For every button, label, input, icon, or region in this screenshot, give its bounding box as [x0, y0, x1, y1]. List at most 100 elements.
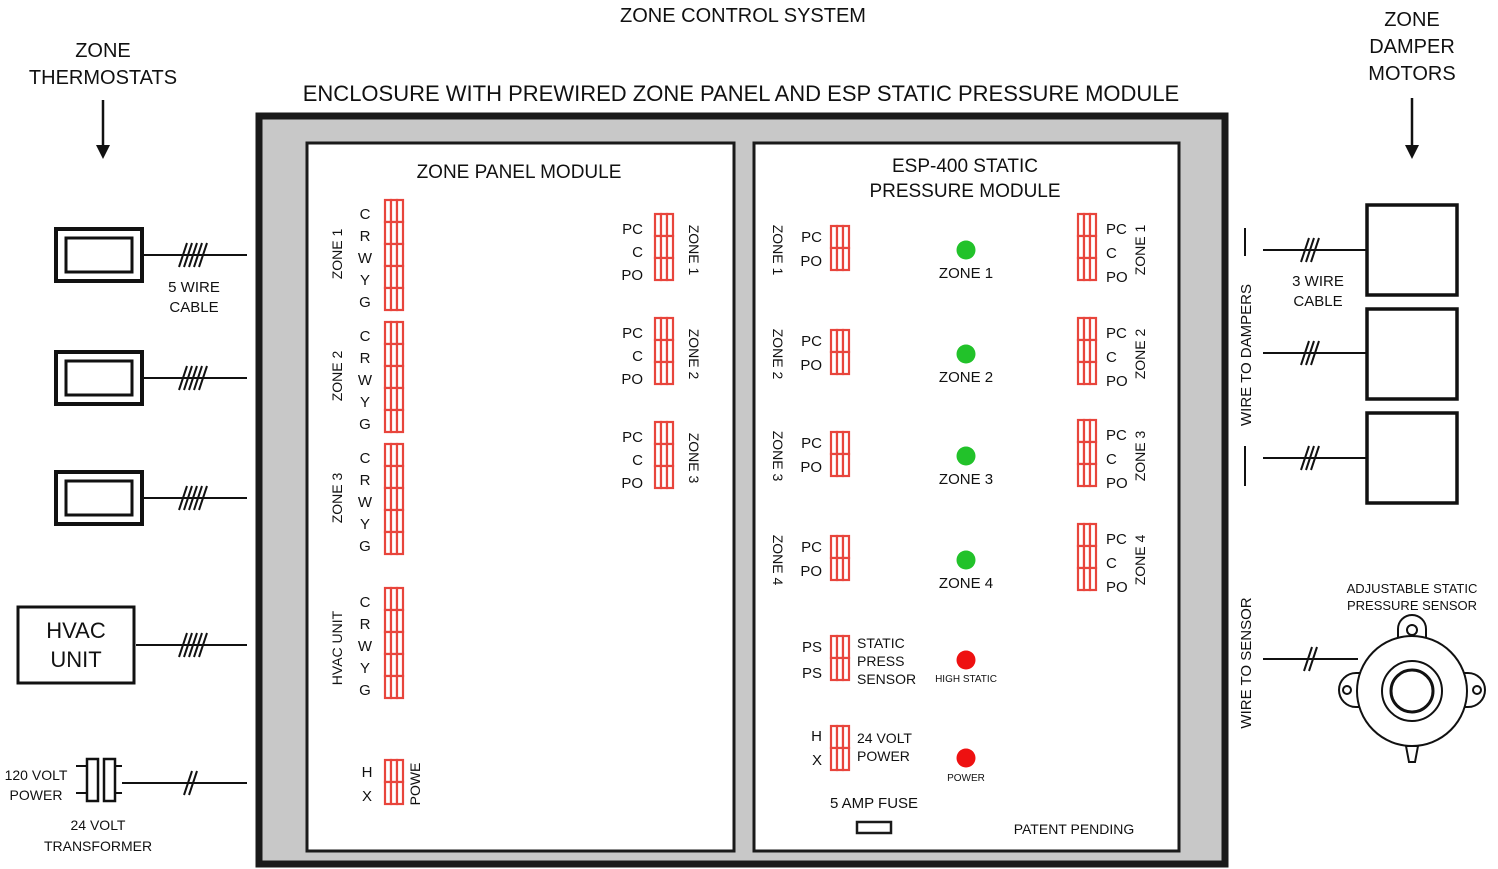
terminal-label: C — [632, 244, 643, 261]
esp-title-line2: PRESSURE MODULE — [869, 181, 1060, 202]
esp-zone-2-output-block — [1076, 316, 1098, 386]
terminal-label: PO — [621, 267, 643, 284]
terminal-label: X — [362, 788, 372, 805]
zone-1-damper-terminal-block — [653, 212, 675, 282]
esp-zone-4-input-block — [829, 534, 851, 582]
terminal-label: W — [358, 494, 373, 511]
esp-title-line1: ESP-400 STATIC — [892, 156, 1038, 177]
esp-led-zone-label: ZONE 2 — [939, 369, 993, 386]
transformer-line1: 24 VOLT — [71, 817, 126, 833]
power-wire — [122, 770, 247, 796]
esp-power-label-line2: POWER — [857, 748, 910, 764]
hvac-wire — [136, 632, 247, 658]
five-wire-label-line2: CABLE — [169, 299, 218, 316]
esp-zone-input-label: ZONE 4 — [770, 535, 786, 586]
esp-zone-input-label: ZONE 2 — [770, 329, 786, 380]
terminal-label: G — [359, 538, 371, 555]
terminal-label: PC — [622, 325, 643, 342]
esp-module: ESP-400 STATIC PRESSURE MODULE STATIC PR… — [752, 141, 1181, 853]
esp-zone-output-label: ZONE 2 — [1132, 329, 1148, 380]
esp-zone-1-input-block — [829, 224, 851, 272]
zone-panel-zone-label: ZONE 2 — [329, 351, 345, 402]
terminal-label: PC — [801, 333, 822, 350]
power-120-line2: POWER — [10, 787, 63, 803]
esp-zone-2-input-block — [829, 328, 851, 376]
terminal-label: PC — [622, 221, 643, 238]
terminal-label: C — [1106, 349, 1117, 366]
esp-zone-1-output-block — [1076, 212, 1098, 282]
esp-led-zone-label: ZONE 3 — [939, 471, 993, 488]
hvac-unit-vertical-label: HVAC UNIT — [329, 610, 345, 685]
wire-to-sensor-label: WIRE TO SENSOR — [1238, 597, 1255, 728]
zone-4-status-led-icon — [956, 550, 976, 570]
thermostat-3-icon — [54, 470, 144, 526]
terminal-label: PS — [802, 639, 822, 656]
terminal-label: C — [632, 452, 643, 469]
terminal-label: PC — [801, 539, 822, 556]
thermostat-1-icon — [54, 227, 144, 283]
thermostats-label-line2: THERMOSTATS — [29, 67, 177, 89]
zone-panel-power-label: POWE — [407, 763, 423, 806]
damper-2-wire — [1263, 340, 1367, 366]
terminal-label: W — [358, 250, 373, 267]
terminal-label: C — [1106, 555, 1117, 572]
terminal-label: PC — [1106, 427, 1127, 444]
esp-zone-output-label: ZONE 3 — [1132, 431, 1148, 482]
esp-power-terminal-block — [829, 724, 851, 772]
terminal-label: Y — [360, 272, 370, 289]
terminal-label: PC — [1106, 325, 1127, 342]
terminal-label: Y — [360, 516, 370, 533]
terminal-label: PC — [1106, 221, 1127, 238]
damper-motor-2-box — [1365, 307, 1459, 401]
terminal-label: PO — [1106, 269, 1128, 286]
dampers-label-line3: MOTORS — [1368, 63, 1455, 85]
terminal-label: C — [360, 206, 371, 223]
high-static-led-icon — [956, 650, 976, 670]
wire-to-dampers-label: WIRE TO DAMPERS — [1238, 284, 1255, 426]
terminal-label: X — [812, 752, 822, 769]
thermostat-1-wire — [144, 242, 247, 268]
zone-1-thermostat-terminal-block — [383, 198, 405, 312]
zone-panel-zone-label: ZONE 3 — [329, 473, 345, 524]
hvac-unit-terminal-block — [383, 586, 405, 700]
diagram-title: ZONE CONTROL SYSTEM — [620, 5, 866, 27]
power-120-line1: 120 VOLT — [5, 767, 68, 783]
wiring — [122, 237, 1367, 796]
terminal-label: PO — [800, 357, 822, 374]
sensor-label-line1: ADJUSTABLE STATIC — [1347, 581, 1478, 596]
esp-zone-input-label: ZONE 3 — [770, 431, 786, 482]
esp-zone-input-label: ZONE 1 — [770, 225, 786, 276]
sensor-wire — [1263, 646, 1358, 672]
zone-2-thermostat-terminal-block — [383, 320, 405, 434]
esp-zone-output-label: ZONE 4 — [1132, 535, 1148, 586]
hvac-unit-box — [16, 605, 136, 685]
terminal-label: H — [362, 764, 373, 781]
zone-2-status-led-icon — [956, 344, 976, 364]
esp-sensor-label-line3: SENSOR — [857, 671, 916, 687]
terminal-label: PS — [802, 665, 822, 682]
damper-1-wire — [1263, 237, 1367, 263]
high-static-label: HIGH STATIC — [935, 674, 997, 685]
esp-zone-4-output-block — [1076, 522, 1098, 592]
terminal-label: G — [359, 294, 371, 311]
esp-led-zone-label: ZONE 1 — [939, 265, 993, 282]
transformer-icon — [76, 757, 122, 803]
terminal-label: PO — [800, 563, 822, 580]
zone-panel-power-terminal-block — [383, 758, 405, 806]
thermostat-3-wire — [144, 485, 247, 511]
terminal-label: PO — [800, 253, 822, 270]
terminal-label: G — [359, 682, 371, 699]
damper-3-wire — [1263, 445, 1367, 471]
power-led-icon — [956, 748, 976, 768]
terminal-label: C — [360, 450, 371, 467]
zone-panel-title: ZONE PANEL MODULE — [417, 162, 622, 183]
terminal-label: H — [811, 728, 822, 745]
fuse-icon — [855, 820, 893, 835]
esp-terminals: PC PO ZONE 1 ZONE 1 PC PO ZONE 2 ZONE 2 PC PO ZONE… — [770, 212, 1148, 772]
terminal-label: PC — [1106, 531, 1127, 548]
terminal-label: PO — [621, 371, 643, 388]
terminal-label: R — [360, 472, 371, 489]
zone-panel-damper-zone-label: ZONE 1 — [686, 225, 702, 276]
terminal-label: C — [1106, 245, 1117, 262]
